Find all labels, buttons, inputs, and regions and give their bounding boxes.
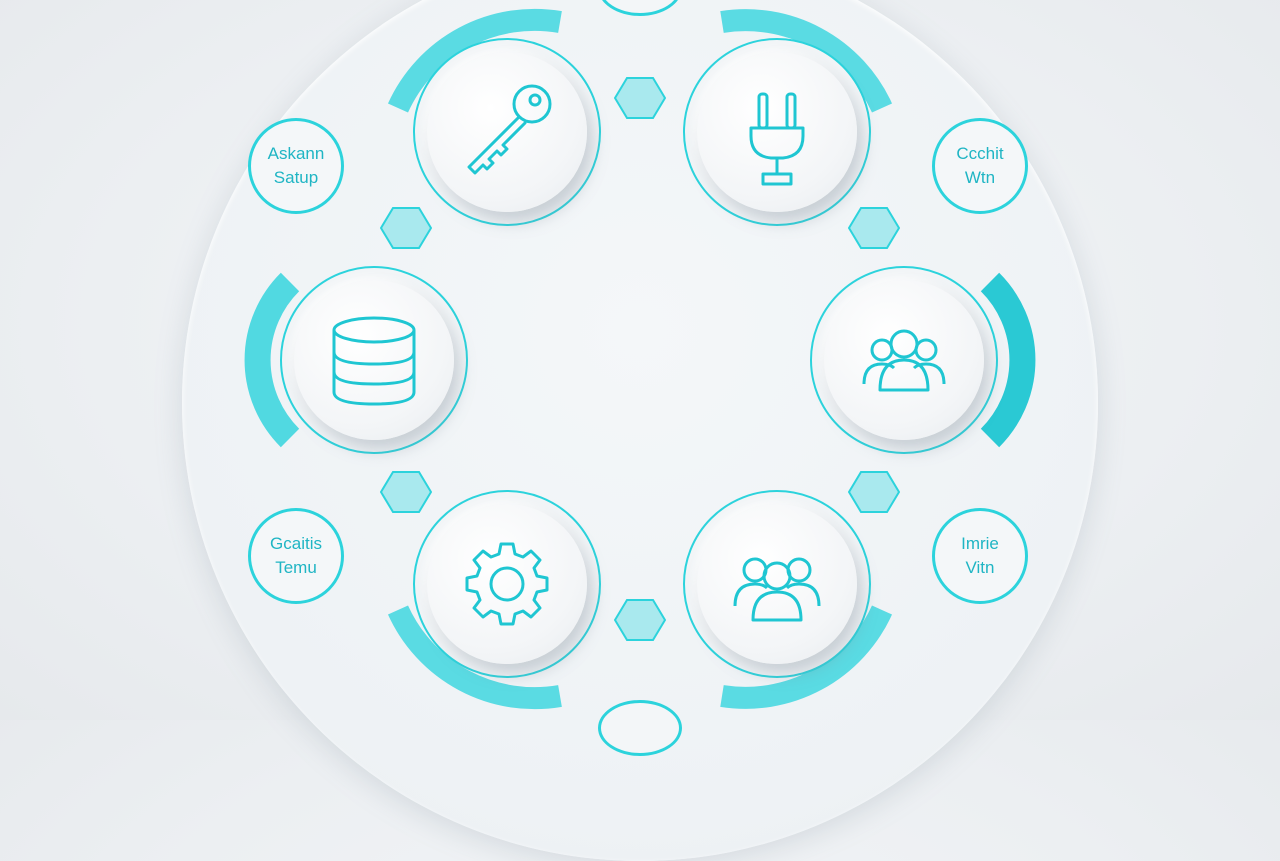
node-key[interactable] [413, 38, 601, 226]
badge-line: Imrie [961, 534, 999, 553]
badge-line: Temu [275, 558, 317, 577]
badge-line: Vitn [965, 558, 995, 577]
badge-top-left: Askann Satup [248, 118, 344, 214]
connector-hexagon [848, 207, 900, 249]
connector-hexagon [614, 599, 666, 641]
node-database[interactable] [280, 266, 468, 454]
plug-icon [749, 92, 805, 186]
badge-top-right: Ccchit Wtn [932, 118, 1028, 214]
users-icon [862, 329, 946, 392]
database-icon [332, 316, 416, 406]
badge-line: Satup [273, 168, 319, 187]
connector-hexagon [614, 77, 666, 119]
badge-line: Wtn [964, 168, 996, 187]
node-team[interactable] [810, 266, 998, 454]
node-plug[interactable] [683, 38, 871, 226]
connector-hexagon [380, 207, 432, 249]
users-icon [733, 557, 821, 622]
badge-line: Gcaitis [270, 534, 322, 553]
badge-bottom-right: Imrie Vitn [932, 508, 1028, 604]
key-icon [467, 84, 552, 175]
node-team-bottom[interactable] [683, 490, 871, 678]
node-settings[interactable] [413, 490, 601, 678]
connector-hexagon [380, 471, 432, 513]
connector-hexagon [848, 471, 900, 513]
badge-line: Askann [267, 144, 325, 163]
badge-line: Ccchit [956, 144, 1004, 163]
gear-icon [465, 542, 549, 626]
accent-arcs [244, 8, 1036, 710]
badge-bottom-left: Gcaitis Temu [248, 508, 344, 604]
